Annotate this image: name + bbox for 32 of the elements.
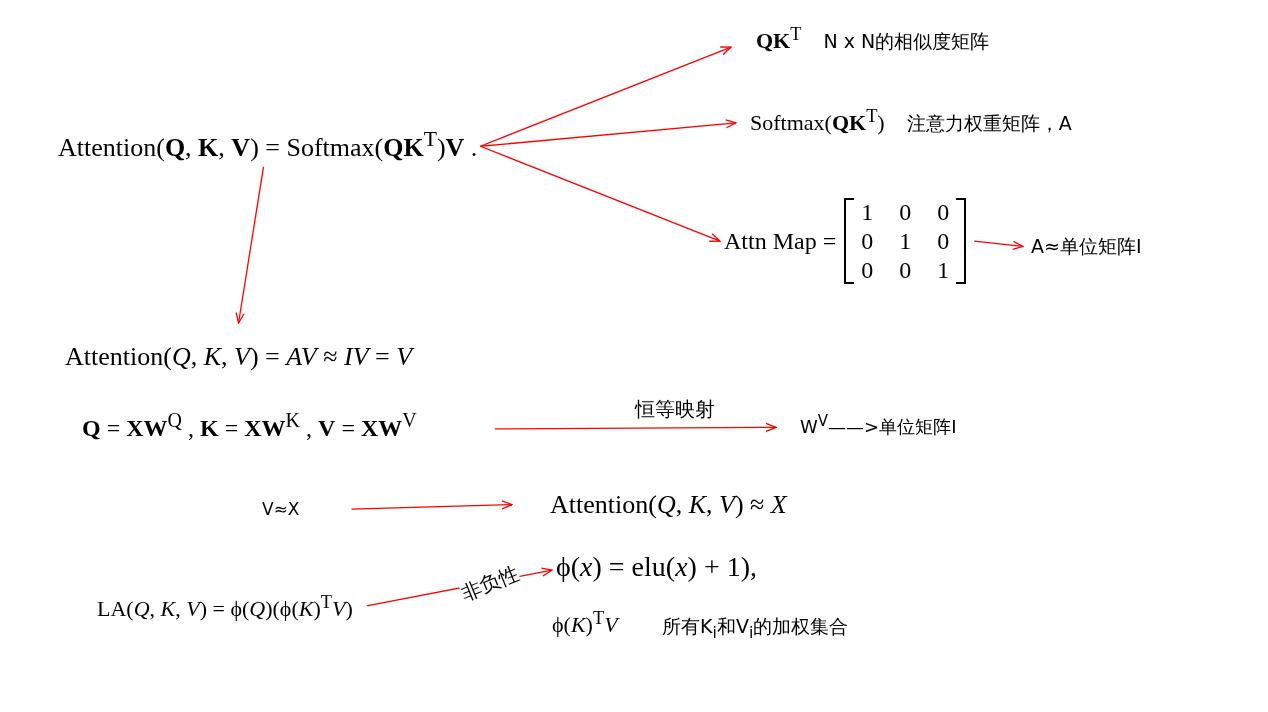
matrix-entry: 0 [898,198,913,227]
arrow [479,46,732,147]
formula: Softmax(QK$^{T}$) [750,106,885,137]
matrix-entry: 0 [936,226,951,256]
description-text: A≈单位矩阵I [1031,235,1142,258]
formula: Attention(Q, K, V) = AV ≈ IV = V [65,341,413,373]
matrix-entry: 0 [860,226,875,256]
matrix-entry: 0 [936,198,951,227]
matrix-entry: 1 [860,198,875,227]
matrix-entry: 1 [936,255,951,285]
arrow [479,145,721,242]
arrow [350,500,513,510]
formula: Attention(Q, K, V) = Softmax(QK$^{T}$)V . [58,126,478,163]
formula: LA(Q, K, V) = ϕ(Q)(ϕ(K)$^{T}$V) [97,592,353,623]
description-text: W$^{V}$——>单位矩阵I [800,412,957,438]
matrix-entry: 0 [860,255,875,285]
formula: Attention(Q, K, V) ≈ X [550,489,787,521]
arrow [235,166,265,324]
description-text: V≈X [262,499,300,520]
formula: Attn Map = [724,226,837,256]
arrow [494,422,777,433]
arrow [973,240,1024,250]
formula: ϕ(x) = elu(x) + 1), [556,550,758,584]
description-text: 注意力权重矩阵，A [906,112,1072,136]
matrix-entry: 1 [898,226,913,256]
description-text: N x N的相似度矩阵 [823,30,990,54]
formula: QK$^{T}$ [756,24,802,55]
matrix-entry: 0 [898,255,913,285]
formula: ϕ(K)$^{T}$V [552,608,618,639]
arrow [479,119,737,147]
formula: Q = XW$^{Q}$ , K = XW$^{K}$ , V = XW$^{V}$ [82,408,417,443]
description-text: 所有K$_{i}$和V$_{i}$的加权集合 [662,615,849,642]
